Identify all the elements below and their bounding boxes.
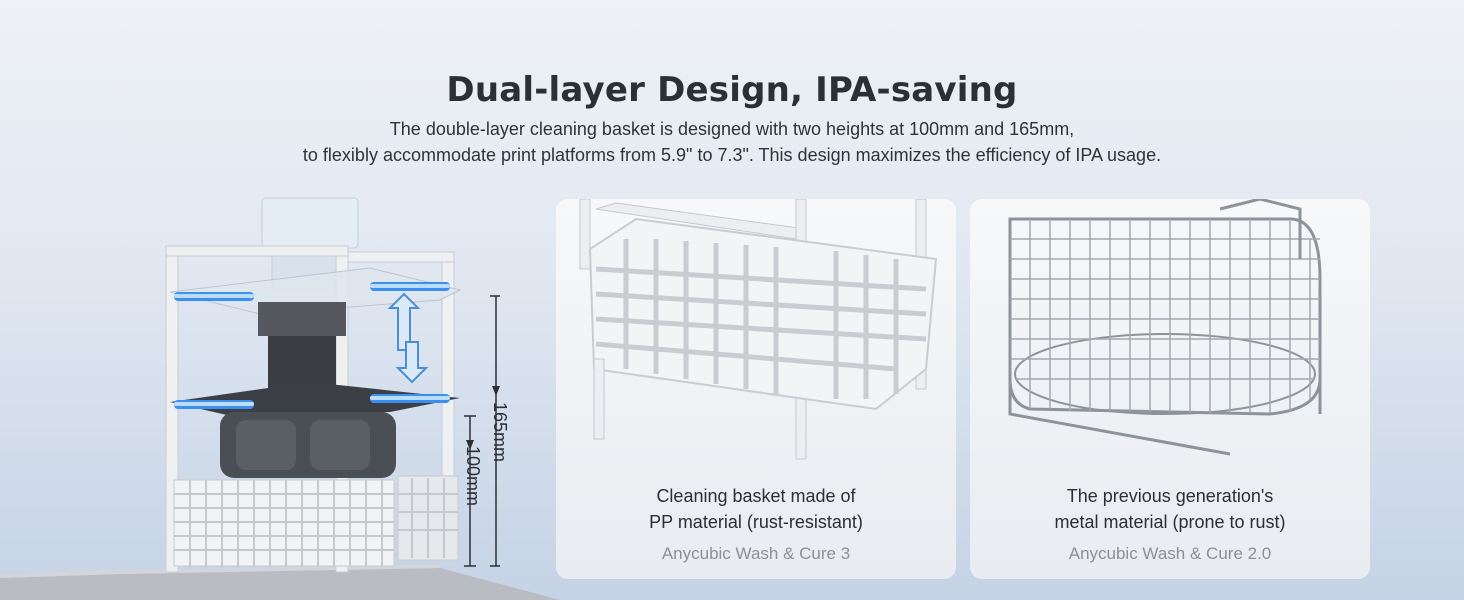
card1-model-name: Anycubic Wash & Cure 3	[661, 544, 851, 563]
card2-model-name: Anycubic Wash & Cure 2.0	[1068, 544, 1272, 563]
floor-surface	[0, 564, 560, 600]
card2-caption-line2: metal material (prone to rust)	[1054, 512, 1286, 532]
card2-caption-line1: The previous generation's	[1066, 486, 1274, 506]
pp-basket-image	[579, 199, 938, 460]
page-title: Dual-layer Design, IPA-saving	[446, 70, 1018, 110]
dimension-label-165mm: 165mm	[490, 402, 510, 463]
dual-layer-basket-illustration	[165, 197, 500, 573]
metal-basket-image	[1008, 199, 1322, 456]
subtitle-line-2: to flexibly accommodate print platforms …	[302, 145, 1162, 165]
card1-caption-line2: PP material (rust-resistant)	[649, 512, 863, 532]
subtitle-line-1: The double-layer cleaning basket is desi…	[389, 119, 1075, 139]
card1-caption-line1: Cleaning basket made of	[656, 486, 856, 506]
dimension-label-100mm: 100mm	[463, 446, 483, 507]
metal-basket-card: The previous generation's metal material…	[970, 199, 1370, 579]
pp-basket-card: Cleaning basket made of PP material (rus…	[556, 199, 956, 579]
